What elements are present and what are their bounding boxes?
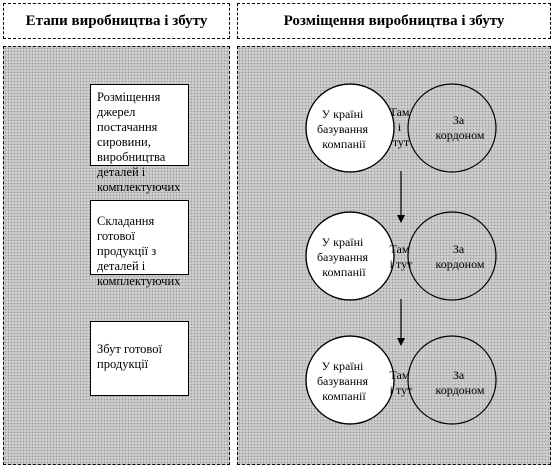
svg-text:У країні базування: У країні базування компанії bbox=[317, 359, 371, 403]
venn-label-abroad: кордоном bbox=[436, 383, 485, 397]
venn-group-3: У країні базування компанії Там і тут За… bbox=[305, 335, 497, 425]
stage-box-sales: Збут готової продукції bbox=[90, 321, 189, 396]
svg-text:Там і тут: Там і тут bbox=[390, 242, 414, 271]
svg-text:У країні базування: У країні базування компанії bbox=[317, 235, 371, 279]
venn-label-home: У країні bbox=[322, 359, 364, 373]
stage-line: продукції з деталей і bbox=[97, 244, 157, 273]
stage-line: постачання сировини, bbox=[97, 120, 158, 149]
venn-circle-abroad bbox=[407, 211, 497, 301]
venn-label-home: компанії bbox=[322, 137, 366, 151]
venn-label-home: базування bbox=[317, 374, 369, 388]
stage-line: комплектуючих bbox=[97, 180, 181, 194]
venn-label-home: У країні bbox=[322, 107, 364, 121]
svg-text:Там і тут: Там і тут bbox=[390, 105, 413, 149]
right-header: Розміщення виробництва і збуту bbox=[237, 3, 551, 39]
svg-text:За кордоном: За кордоном bbox=[436, 368, 485, 397]
stage-line: Розміщення джерел bbox=[97, 90, 161, 119]
venn-circle-abroad bbox=[407, 83, 497, 173]
left-header-text: Етапи виробництва і збуту bbox=[25, 12, 208, 29]
svg-text:Там і тут: Там і тут bbox=[390, 368, 414, 397]
venn-label-both: Там bbox=[390, 368, 410, 382]
stage-box-assembly: Складання готової продукції з деталей і … bbox=[90, 200, 189, 288]
svg-text:У країні базування: У країні базування компанії bbox=[317, 107, 371, 151]
venn-label-both: і тут bbox=[390, 257, 413, 271]
venn-label-home: компанії bbox=[322, 389, 366, 403]
right-panel bbox=[237, 46, 551, 465]
venn-group-1: У країні базування компанії Там і тут За… bbox=[305, 83, 497, 173]
venn-circle-abroad bbox=[407, 335, 497, 425]
venn-label-both: Там bbox=[390, 242, 410, 256]
venn-label-abroad: кордоном bbox=[436, 128, 485, 142]
venn-label-both: Там bbox=[390, 105, 410, 119]
venn-group-2: У країні базування компанії Там і тут За… bbox=[305, 211, 497, 301]
venn-label-abroad: За bbox=[453, 368, 465, 382]
venn-label-abroad: За bbox=[453, 113, 465, 127]
venn-label-abroad: кордоном bbox=[436, 257, 485, 271]
venn-label-both: тут bbox=[393, 135, 410, 149]
venn-label-abroad: За bbox=[453, 242, 465, 256]
venn-label-home: У країні bbox=[322, 235, 364, 249]
stage-line: продукції bbox=[97, 357, 149, 371]
right-header-text: Розміщення виробництва і збуту bbox=[283, 12, 505, 29]
venn-label-home: базування bbox=[317, 250, 369, 264]
stage-line: комплектуючих bbox=[97, 274, 181, 288]
venn-label-both: і bbox=[398, 120, 402, 134]
stage-line: Збут готової bbox=[97, 342, 162, 356]
venn-label-home: базування bbox=[317, 122, 369, 136]
svg-text:За кордоном: За кордоном bbox=[436, 113, 485, 142]
svg-text:За кордоном: За кордоном bbox=[436, 242, 485, 271]
left-header: Етапи виробництва і збуту bbox=[3, 3, 230, 39]
stage-line: Складання готової bbox=[97, 214, 155, 243]
stage-box-sourcing: Розміщення джерел постачання сировини, в… bbox=[90, 84, 189, 194]
venn-label-both: і тут bbox=[390, 383, 413, 397]
venn-label-home: компанії bbox=[322, 265, 366, 279]
stage-line: виробництва деталей і bbox=[97, 150, 166, 179]
